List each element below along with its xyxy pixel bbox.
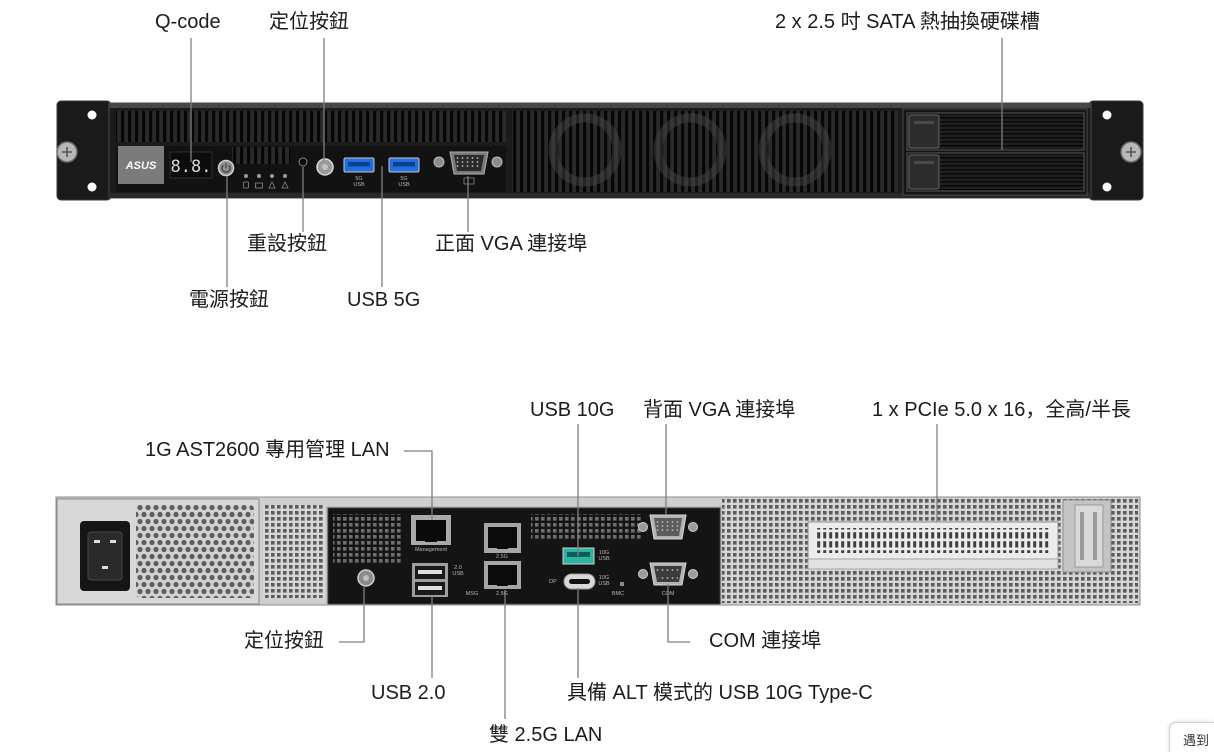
callout-usb-2: USB 2.0 [371, 682, 446, 704]
left-thumb-screw-icon [56, 141, 78, 163]
chat-help-label: 遇到 [1183, 733, 1210, 748]
callout-management-lan: 1G AST2600 專用管理 LAN [145, 439, 390, 461]
brand-logo-text: ASUS [125, 160, 157, 172]
callout-dual-lan: 雙 2.5G LAN [489, 724, 603, 746]
psu-fan-grill [136, 505, 254, 598]
callout-usb-c: 具備 ALT 模式的 USB 10G Type-C [567, 682, 873, 704]
bmc-label: BMC [612, 591, 624, 597]
usb-port-2-label: USB [398, 182, 410, 188]
io-vent-left [333, 514, 401, 564]
management-lan-port: Management [411, 515, 451, 553]
network-led-icon [281, 181, 289, 189]
reset-button [298, 157, 308, 167]
front-usb-port-2: 5G USB [388, 157, 420, 188]
callout-front-vga: 正面 VGA 連接埠 [435, 233, 588, 255]
qcode-digits: 8.8. [171, 157, 212, 177]
usb-10g-port: 10G USB [562, 547, 610, 565]
callout-qcode: Q-code [155, 11, 221, 33]
msg-label: MSG [466, 591, 479, 597]
usb2-ports: 2.0 USB [412, 563, 464, 597]
usb-port-2-speed: 5G [400, 176, 407, 182]
usb10g-port-label: USB [598, 556, 610, 562]
power-button [217, 159, 235, 177]
front-usb-port-1: 5G USB [343, 157, 375, 188]
chat-help-button[interactable]: 遇到 [1169, 722, 1214, 752]
front-bottom-rim [109, 193, 1091, 198]
usb-c-port: DP 10G USB [549, 573, 610, 590]
leader-line-management-lan [404, 450, 433, 520]
io-plate: Management 2.0 USB 2.5G 2 [326, 506, 722, 605]
callout-power-button: 電源按鈕 [189, 289, 269, 311]
mount-hole [1102, 110, 1112, 120]
right-thumb-screw-icon [1120, 141, 1142, 163]
io-vent-middle [531, 514, 641, 541]
brand-logo: ASUS [118, 146, 164, 184]
power-inlet [80, 521, 130, 591]
rear-panel: Management 2.0 USB 2.5G 2 [55, 496, 1141, 606]
front-vga-port [433, 151, 503, 185]
leader-line-com [667, 584, 690, 643]
front-locator-button [316, 158, 334, 176]
leader-line-rear-locator [339, 586, 365, 643]
rear-locator-button [357, 569, 375, 587]
usbc-port-label: USB [598, 581, 610, 587]
front-top-rim [109, 103, 1091, 108]
lan-lower-speed-label: 2.5G [496, 591, 508, 597]
callout-usb-5g: USB 5G [347, 289, 421, 311]
power-supply [56, 498, 260, 605]
callout-pcie-slot: 1 x PCIe 5.0 x 16，全高/半長 [872, 399, 1131, 421]
usb2-version-label: 2.0 [454, 565, 462, 571]
message-led-icon [255, 182, 263, 189]
drive-bay-1-latch [908, 114, 940, 149]
lan-upper-speed-label: 2.5G [496, 554, 508, 560]
bmc-indicator: BMC [612, 582, 624, 597]
warning-led-icon [268, 181, 276, 189]
callout-rear-vga: 背面 VGA 連接埠 [643, 399, 796, 421]
front-vent-left [116, 111, 506, 142]
leader-lines [190, 38, 1003, 719]
sata-drive-bays [902, 108, 1088, 196]
power-icon [221, 163, 231, 173]
status-leds [244, 174, 287, 178]
usb10g-speed-label: 10G [599, 550, 609, 556]
drive-bay-2-latch [908, 154, 940, 190]
status-led-icons [243, 181, 289, 189]
mount-hole [87, 110, 97, 120]
usb2-port-label: USB [452, 571, 464, 577]
callout-reset-button: 重設按鈕 [247, 233, 327, 255]
mount-hole [87, 182, 97, 192]
rear-vent-left [263, 505, 325, 598]
hdd-led-icon [243, 181, 249, 189]
callout-usb-10g: USB 10G [530, 399, 615, 421]
fan-shadows [548, 113, 832, 187]
management-port-label: Management [415, 547, 448, 553]
dp-label: DP [549, 579, 557, 585]
expansion-area [722, 499, 1138, 603]
callout-rear-locator-button: 定位按鈕 [244, 630, 324, 652]
rear-vga-port [638, 514, 698, 540]
callout-com-port: COM 連接埠 [709, 630, 822, 652]
usb-port-1-speed: 5G [355, 176, 362, 182]
usb-port-1-label: USB [353, 182, 365, 188]
callout-front-locator-button: 定位按鈕 [269, 11, 349, 33]
usbc-speed-label: 10G [599, 575, 609, 581]
pcie-retention-clip [1062, 499, 1112, 573]
monitor-icon [463, 177, 475, 185]
front-panel: ASUS 8.8. [56, 100, 1144, 201]
mount-hole [1102, 182, 1112, 192]
pcie-slot-bracket [807, 521, 1059, 570]
lan-2-5g-lower-port: 2.5G [484, 561, 521, 597]
front-vent-led-area [232, 147, 290, 164]
callout-sata-bays: 2 x 2.5 吋 SATA 熱抽換硬碟槽 [775, 11, 1040, 33]
lan-2-5g-upper-port: 2.5G [484, 523, 521, 560]
